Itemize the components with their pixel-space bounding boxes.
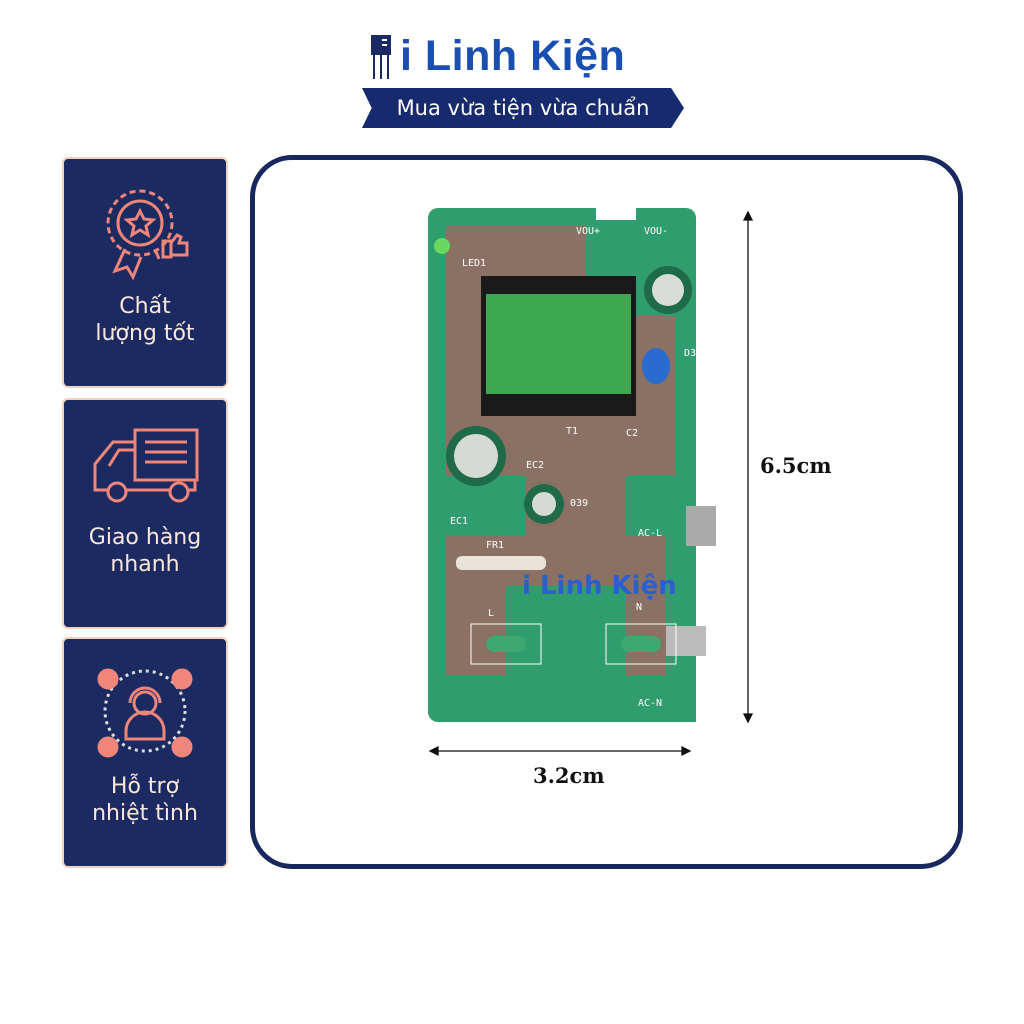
customer-support-icon — [97, 668, 193, 758]
pcb-label: T1 — [566, 426, 578, 437]
width-label: 3.2cm — [533, 763, 605, 788]
pcb-label: FR1 — [486, 540, 504, 551]
feature-label: nhanh — [110, 552, 180, 577]
product-panel — [250, 155, 963, 869]
feature-label: Chất — [119, 294, 171, 319]
pcb-label: N — [636, 602, 642, 613]
height-arrow — [742, 210, 754, 724]
feature-label: lượng tốt — [95, 321, 195, 346]
feature-label: Hỗ trợ — [110, 774, 180, 799]
pcb-label: VOU- — [644, 226, 668, 237]
pcb-label: C2 — [626, 428, 638, 439]
tagline: Mua vừa tiện vừa chuẩn — [396, 96, 650, 120]
feature-label: nhiệt tình — [92, 801, 198, 826]
pcb-label: D3 — [684, 348, 696, 359]
pcb-board-image: VOU+ VOU- LED1 T1 C2 D3 EC2 EC1 FR1 039 … — [428, 208, 716, 722]
feature-label: Giao hàng — [88, 525, 202, 550]
pcb-label: 039 — [570, 498, 588, 509]
quality-badge-icon — [106, 189, 189, 281]
pcb-label: L — [488, 608, 494, 619]
height-label: 6.5cm — [760, 453, 832, 478]
delivery-truck-icon — [93, 428, 199, 503]
tagline-banner: Mua vừa tiện vừa chuẩn — [362, 88, 684, 128]
brand-name: i Linh Kiện — [400, 32, 626, 80]
width-arrow — [428, 745, 692, 757]
pcb-label: AC-N — [638, 698, 662, 709]
brand-logo: i Linh Kiện — [370, 32, 625, 81]
chip-logo-icon — [371, 34, 391, 79]
watermark: i Linh Kiện — [522, 571, 677, 601]
pcb-label: EC1 — [450, 516, 468, 527]
pcb-label: EC2 — [526, 460, 544, 471]
pcb-label: AC-L — [638, 528, 662, 539]
pcb-label: LED1 — [462, 258, 486, 269]
pcb-label: VOU+ — [576, 226, 600, 237]
